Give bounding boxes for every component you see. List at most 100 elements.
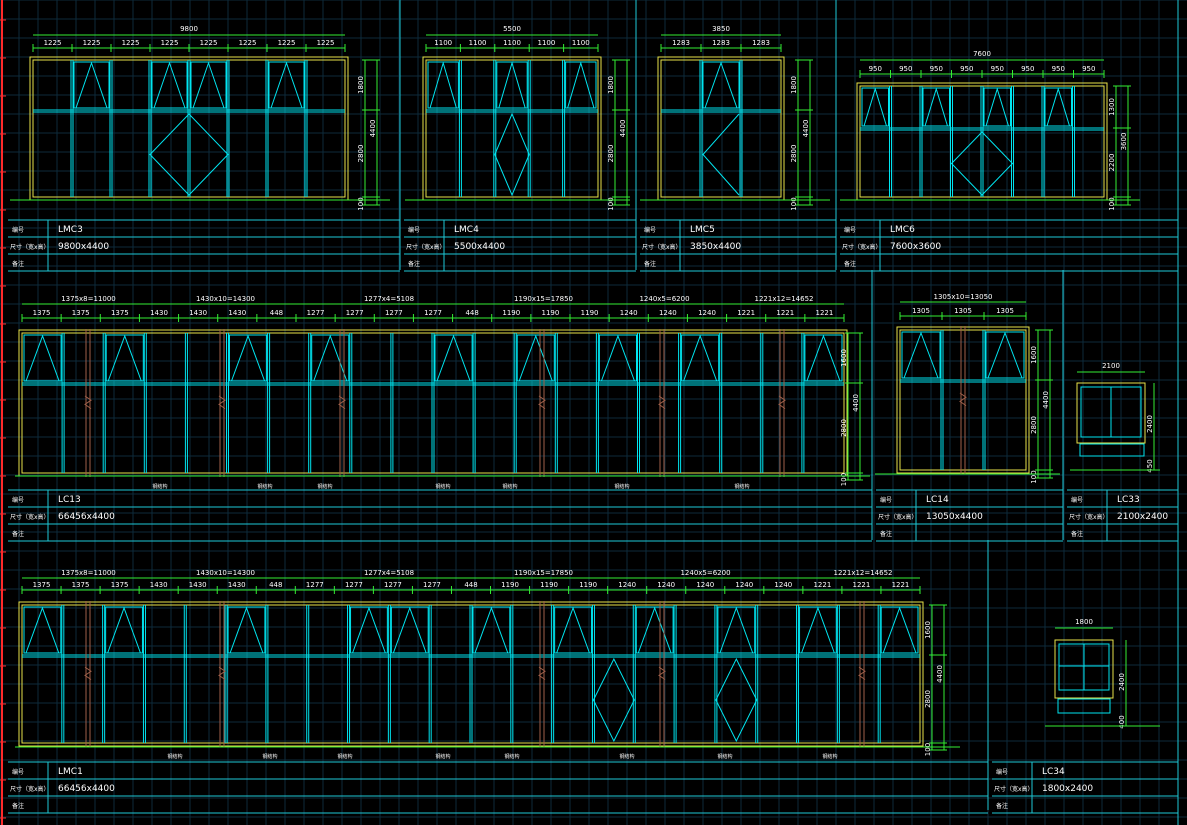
dimension-text: 1430 — [189, 581, 207, 589]
window-elevation-lmc4 — [422, 56, 602, 201]
dimension-text: 1225 — [278, 39, 296, 47]
window-size: 66456x4400 — [58, 512, 115, 522]
awning-open-mark — [985, 87, 1009, 127]
dimension-text: 1225 — [200, 39, 218, 47]
dimension-text: 1240 — [657, 581, 675, 589]
side-dimension-text: 2800 — [357, 145, 365, 163]
awning-open-mark — [270, 61, 303, 109]
dimension-text: 1277 — [307, 309, 325, 317]
remark-label: 备注 — [12, 530, 24, 538]
awning-open-mark — [637, 606, 672, 654]
window-size: 9800x4400 — [58, 242, 109, 252]
dimension-text: 1305 — [954, 307, 972, 315]
steel-structure-note: 钢结构 — [502, 483, 517, 490]
window-inner-frame — [21, 604, 921, 744]
post-break-mark — [84, 395, 92, 410]
dimension-text: 1240 — [696, 581, 714, 589]
side-dimension-text: 2800 — [924, 690, 932, 708]
steel-structure-note: 钢结构 — [337, 753, 352, 760]
dimension-text: 950 — [991, 65, 1004, 73]
overall-dimension-text: 5500 — [503, 25, 521, 33]
awning-open-mark — [1046, 87, 1070, 127]
window-elevation-lmc6 — [856, 82, 1108, 201]
awning-open-mark — [498, 61, 526, 109]
panel-below — [1057, 698, 1111, 714]
dimension-text: 1305 — [996, 307, 1014, 315]
size-label: 尺寸（宽x高） — [642, 243, 682, 251]
dimension-text: 1190 — [542, 309, 560, 317]
side-dimension-text: 2800 — [1030, 416, 1038, 434]
dimension-text: 1283 — [672, 39, 690, 47]
side-dimension-text: 100 — [1030, 470, 1038, 483]
group-dimension-text: 1375x8=11000 — [61, 569, 116, 577]
window-size: 66456x4400 — [58, 784, 115, 794]
awning-open-mark — [683, 334, 718, 382]
awning-open-mark — [153, 61, 186, 109]
awning-sash-frame — [496, 61, 528, 109]
size-label: 尺寸（宽x高） — [10, 785, 50, 793]
window-elevation-lmc5 — [657, 56, 785, 201]
awning-open-mark — [518, 334, 553, 382]
door-swing-mark — [950, 131, 1014, 196]
side-dimension-text: 1300 — [1108, 98, 1116, 116]
group-dimension-text: 1221x12=14652 — [755, 295, 814, 303]
panel-below — [1079, 443, 1145, 457]
dimension-text: 1221 — [853, 581, 871, 589]
post-break-mark — [858, 666, 866, 680]
remark-label: 备注 — [12, 260, 24, 268]
window-elevation-lmc1 — [18, 601, 924, 747]
window-size: 2100x2400 — [1117, 512, 1168, 522]
remark-label: 备注 — [996, 802, 1008, 810]
side-dimension-text: 100 — [1108, 197, 1116, 210]
dimension-text: 1221 — [813, 581, 831, 589]
side-dimension-text: 100 — [607, 197, 615, 210]
dimension-text: 1430 — [150, 309, 168, 317]
side-dimension-text: 2400 — [1118, 673, 1126, 691]
side-dimension-text: 100 — [840, 473, 848, 486]
dimension-text: 1375 — [33, 581, 51, 589]
steel-structure-note: 钢结构 — [504, 753, 519, 760]
awning-sash-frame — [427, 61, 459, 109]
side-dimension-text: 4400 — [1042, 391, 1050, 409]
window-outer-frame — [29, 56, 349, 201]
window-code: LMC1 — [58, 767, 83, 777]
side-dimension-text: 4400 — [369, 120, 377, 138]
post-break-mark — [658, 666, 666, 680]
size-label: 尺寸（宽x高） — [10, 513, 50, 521]
awning-open-mark — [107, 606, 141, 654]
casement-swing-mark — [702, 113, 740, 196]
group-dimension-text: 1277x4=5108 — [364, 295, 414, 303]
window-inner-frame — [32, 59, 346, 198]
post-break-mark — [218, 666, 226, 680]
remark-label: 备注 — [880, 530, 892, 538]
window-size: 13050x4400 — [926, 512, 983, 522]
awning-open-mark — [556, 606, 590, 654]
awning-open-mark — [75, 61, 108, 109]
side-dimension-text: 4400 — [619, 120, 627, 138]
side-dimension-text: 100 — [924, 743, 932, 756]
overall-dimension-text: 9800 — [180, 25, 198, 33]
title-blocks: 编号尺寸（宽x高）备注LMC39800x4400编号尺寸（宽x高）备注LMC45… — [8, 219, 1178, 814]
group-dimension-text: 1221x12=14652 — [834, 569, 893, 577]
group-dimension-text: 1190x15=17850 — [514, 569, 573, 577]
awning-open-mark — [863, 87, 887, 127]
side-dimension-text: 400 — [1118, 715, 1126, 728]
awning-open-mark — [903, 331, 939, 379]
awning-open-mark — [882, 606, 917, 654]
dimension-text: 1277 — [423, 581, 441, 589]
dimension-text: 1277 — [346, 309, 364, 317]
dimension-text: 950 — [1052, 65, 1065, 73]
window-size: 1800x2400 — [1042, 784, 1093, 794]
side-dimension-text: 1600 — [924, 621, 932, 639]
remark-label: 备注 — [1071, 530, 1083, 538]
dimension-text: 448 — [465, 309, 478, 317]
window-code: LMC3 — [58, 225, 83, 235]
dimension-text: 1430 — [150, 581, 168, 589]
side-dimension-text: 1800 — [790, 76, 798, 94]
awning-open-mark — [806, 334, 841, 382]
